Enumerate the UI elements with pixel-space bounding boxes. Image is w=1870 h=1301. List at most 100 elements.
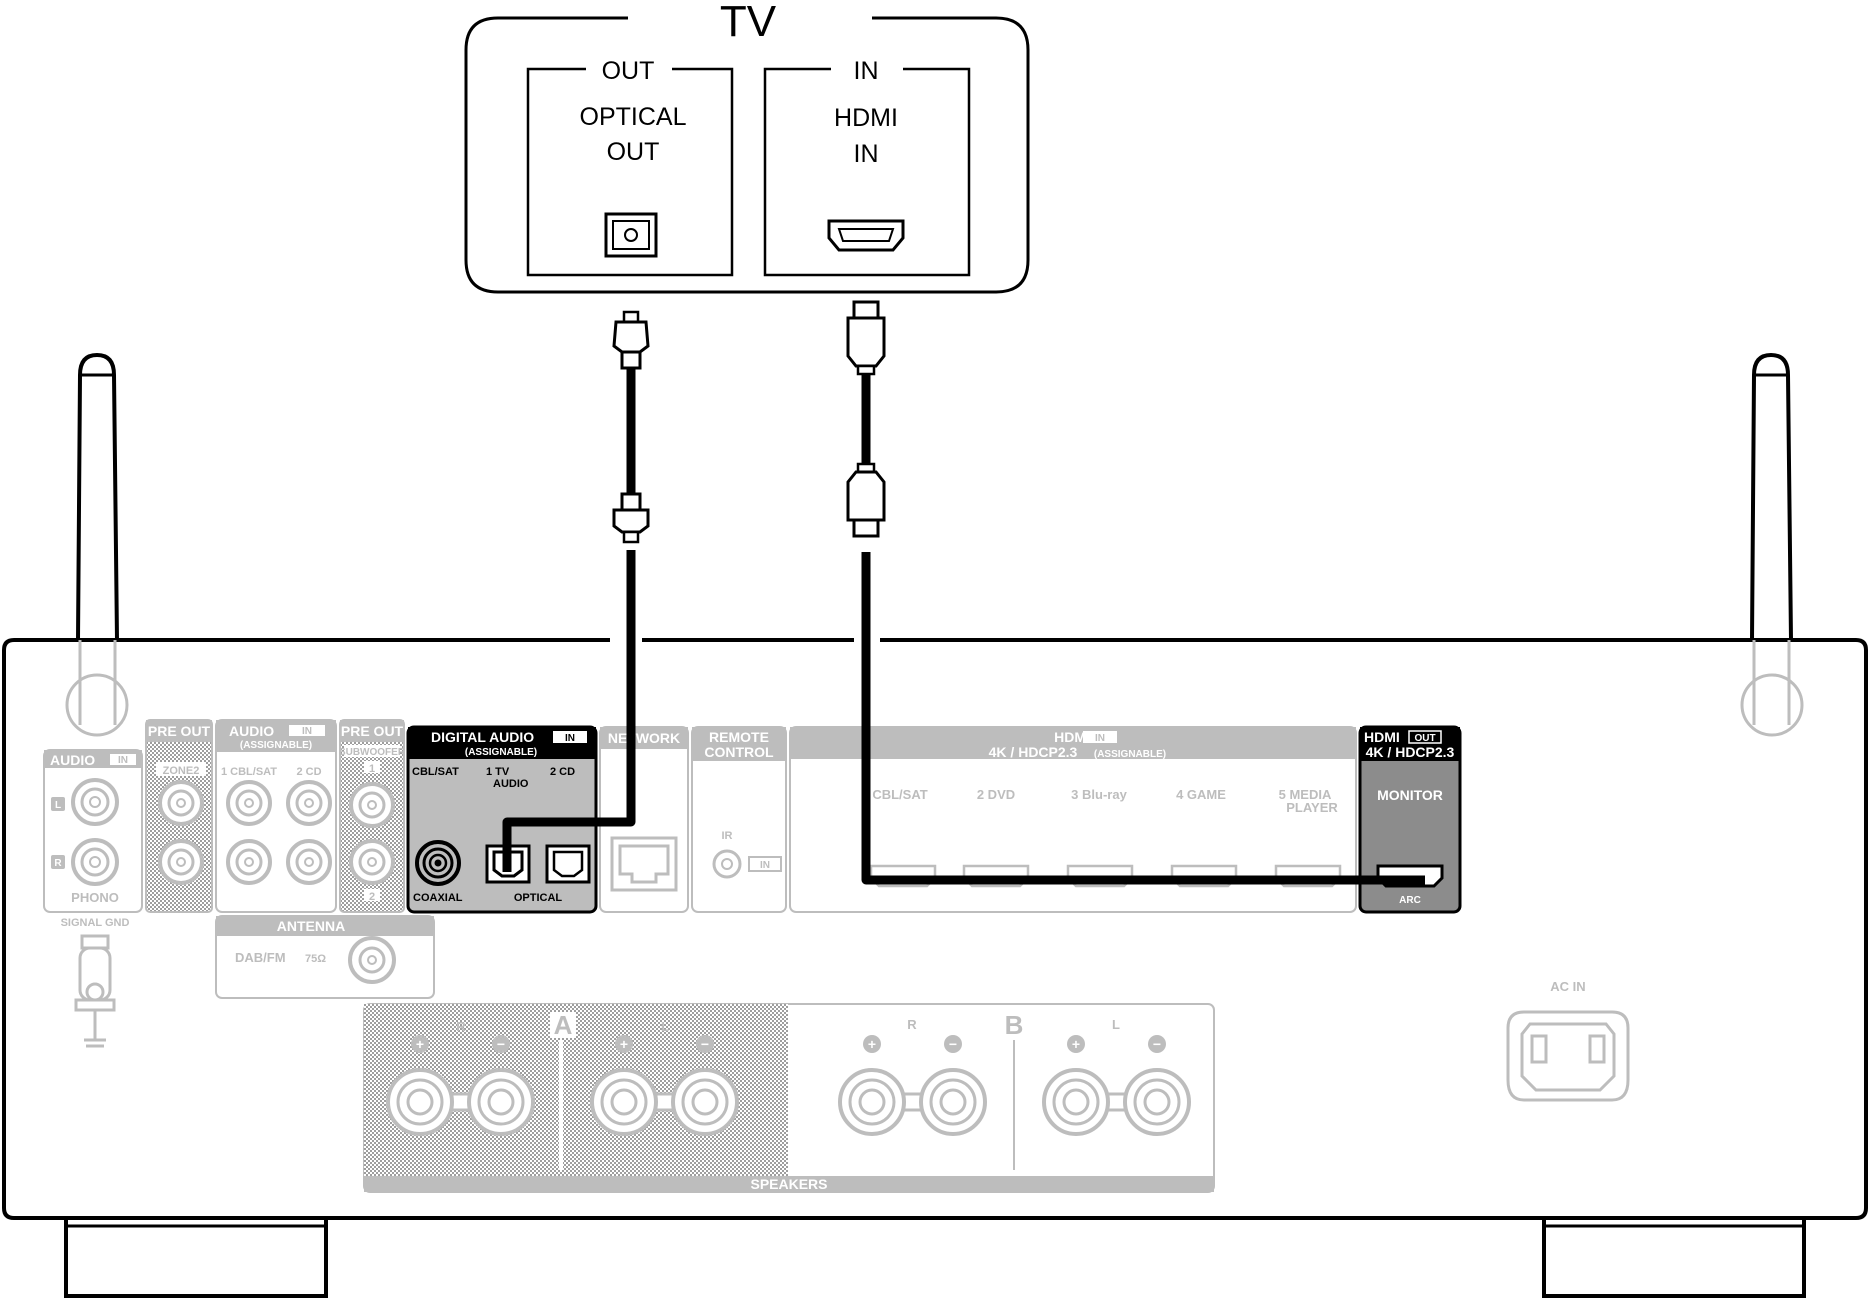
- audio-assignable-in-tag: IN: [302, 726, 312, 737]
- speaker-terminals: [386, 1068, 1191, 1136]
- coaxial-label: COAXIAL: [413, 892, 463, 904]
- spk-a-l-plus: +: [620, 1036, 628, 1052]
- hdmi-in-3-label: 3 Blu-ray: [1071, 787, 1127, 802]
- ohm-label: 75Ω: [305, 953, 326, 965]
- audio-cbl-sat-label: 1 CBL/SAT: [221, 766, 277, 778]
- hdmi-plug-top: [846, 300, 886, 376]
- spk-b-r-plus: +: [868, 1036, 876, 1052]
- antenna-right: [1740, 352, 1804, 737]
- optical-cd-port: [545, 844, 591, 884]
- digital-cbl-sat-label: CBL/SAT: [412, 766, 459, 778]
- hdmi-in-assignable: (ASSIGNABLE): [1094, 749, 1166, 760]
- hdmi-in-label: HDMI: [1054, 729, 1090, 745]
- spk-b-r-minus: −: [949, 1036, 957, 1052]
- spk-a-r-minus: −: [497, 1036, 505, 1052]
- spk-b-l-plus: +: [1072, 1036, 1080, 1052]
- ac-in-label: AC IN: [1550, 979, 1585, 994]
- phono-l-label: L: [55, 800, 61, 811]
- optical-cable: [492, 310, 650, 878]
- hdmi-in-hdcp-label: 4K / HDCP2.3: [989, 744, 1078, 760]
- monitor-label: MONITOR: [1377, 787, 1443, 803]
- ir-label: IR: [722, 830, 733, 842]
- tv-hdmi-in-port: [827, 219, 905, 252]
- ir-in-tag: IN: [760, 860, 770, 871]
- spk-a-l-label: L: [661, 1019, 669, 1034]
- phono-r-jack: [71, 838, 119, 886]
- tv-out-group-label: OUT: [602, 57, 655, 85]
- hdmi-in-5-label: 5 MEDIA: [1279, 787, 1332, 802]
- zone2-pre-out-label: PRE OUT: [148, 723, 211, 739]
- hdmi-out-label: HDMI: [1364, 729, 1400, 745]
- receiver-body: [2, 638, 1868, 1298]
- subwoofer-label: SUBWOOFER: [339, 747, 406, 758]
- audio-assignable-sublabel: (ASSIGNABLE): [240, 740, 312, 751]
- tv-title: TV: [720, 0, 777, 46]
- phono-r-label: R: [54, 858, 62, 869]
- spk-a-l-minus: −: [701, 1036, 709, 1052]
- digital-cd-label: 2 CD: [550, 766, 575, 778]
- tv-optical-out-port: [604, 212, 658, 258]
- ac-in-section: AC IN: [1506, 979, 1630, 1102]
- speakers-section: SPEAKERS A B R L R L + − +: [363, 1003, 1215, 1193]
- foot-left: [64, 1216, 328, 1298]
- digital-audio-in-tag: IN: [565, 733, 575, 744]
- subwoofer-2-label: 2: [369, 891, 375, 903]
- pre-out-subwoofer-section: PRE OUT SUBWOOFER 1 2: [339, 719, 406, 913]
- dab-fm-jack: [348, 936, 396, 984]
- hdmi-plug-bottom: [846, 462, 886, 538]
- signal-gnd-label: SIGNAL GND: [61, 917, 130, 929]
- digital-tv-audio-label: AUDIO: [493, 778, 529, 790]
- zone-a-label: A: [554, 1010, 573, 1040]
- pre-out-zone2-section: PRE OUT ZONE2: [145, 719, 213, 913]
- tv-optical-out-label-1: OPTICAL: [580, 103, 687, 131]
- hdmi-in-1-label: CBL/SAT: [872, 787, 927, 802]
- hdmi-out-hdcp-label: 4K / HDCP2.3: [1366, 744, 1455, 760]
- hdmi-cable: [846, 300, 1425, 885]
- phono-l-jack: [71, 778, 119, 826]
- subwoofer-1-label: 1: [369, 763, 375, 775]
- digital-audio-label: DIGITAL AUDIO: [431, 729, 534, 745]
- arc-label: ARC: [1399, 895, 1421, 906]
- digital-audio-assignable: (ASSIGNABLE): [465, 747, 537, 758]
- audio-assignable-label: AUDIO: [229, 723, 274, 739]
- ir-jack: [712, 849, 742, 879]
- zone2-label: ZONE2: [163, 765, 200, 777]
- spk-a-r-label: R: [456, 1019, 466, 1034]
- optical-plug-bottom: [612, 492, 650, 544]
- remote-label: REMOTE: [709, 729, 769, 745]
- antenna-label: ANTENNA: [277, 918, 345, 934]
- digital-audio-section: DIGITAL AUDIO IN (ASSIGNABLE) CBL/SAT 1 …: [406, 725, 598, 914]
- hdmi-out-monitor-section: HDMI OUT 4K / HDCP2.3 MONITOR ARC: [1358, 725, 1462, 914]
- optical-plug-top: [612, 310, 650, 370]
- tv-box: TV OUT OPTICAL OUT IN HDMI IN: [464, 0, 1030, 294]
- remote-control-section: REMOTE CONTROL IR IN: [691, 726, 787, 913]
- spk-b-l-label: L: [1112, 1017, 1120, 1032]
- foot-right: [1542, 1216, 1806, 1298]
- hdmi-in-2-label: 2 DVD: [977, 787, 1015, 802]
- hdmi-in-4-label: 4 GAME: [1176, 787, 1226, 802]
- tv-in-group-label: IN: [854, 57, 879, 85]
- antenna-left: [65, 352, 129, 737]
- antenna-dab-fm-section: ANTENNA DAB/FM 75Ω: [215, 915, 435, 999]
- speakers-label: SPEAKERS: [750, 1176, 827, 1192]
- hdmi-in-5-player-label: PLAYER: [1286, 800, 1338, 815]
- subwoofer-pre-out-label: PRE OUT: [341, 723, 404, 739]
- audio-in-assignable-section: AUDIO IN (ASSIGNABLE) 1 CBL/SAT 2 CD: [215, 719, 337, 913]
- phono-label: PHONO: [71, 890, 119, 905]
- optical-label: OPTICAL: [514, 892, 563, 904]
- phono-in-tag: IN: [118, 755, 128, 766]
- audio-cd-label: 2 CD: [296, 766, 321, 778]
- zone-b-label: B: [1005, 1010, 1024, 1040]
- hdmi-in-tag: IN: [1095, 733, 1105, 744]
- control-label: CONTROL: [704, 744, 774, 760]
- digital-tv-num-label: 1 TV: [486, 766, 510, 778]
- coaxial-jack: [415, 840, 461, 886]
- phono-audio-label: AUDIO: [50, 752, 95, 768]
- network-port: [610, 836, 678, 892]
- signal-gnd-terminal: [74, 934, 116, 1048]
- spk-b-r-label: R: [907, 1017, 917, 1032]
- spk-a-r-plus: +: [416, 1036, 424, 1052]
- dab-fm-label: DAB/FM: [235, 950, 286, 965]
- phono-section: AUDIO IN L R PHONO SIGNAL GND: [43, 749, 143, 1048]
